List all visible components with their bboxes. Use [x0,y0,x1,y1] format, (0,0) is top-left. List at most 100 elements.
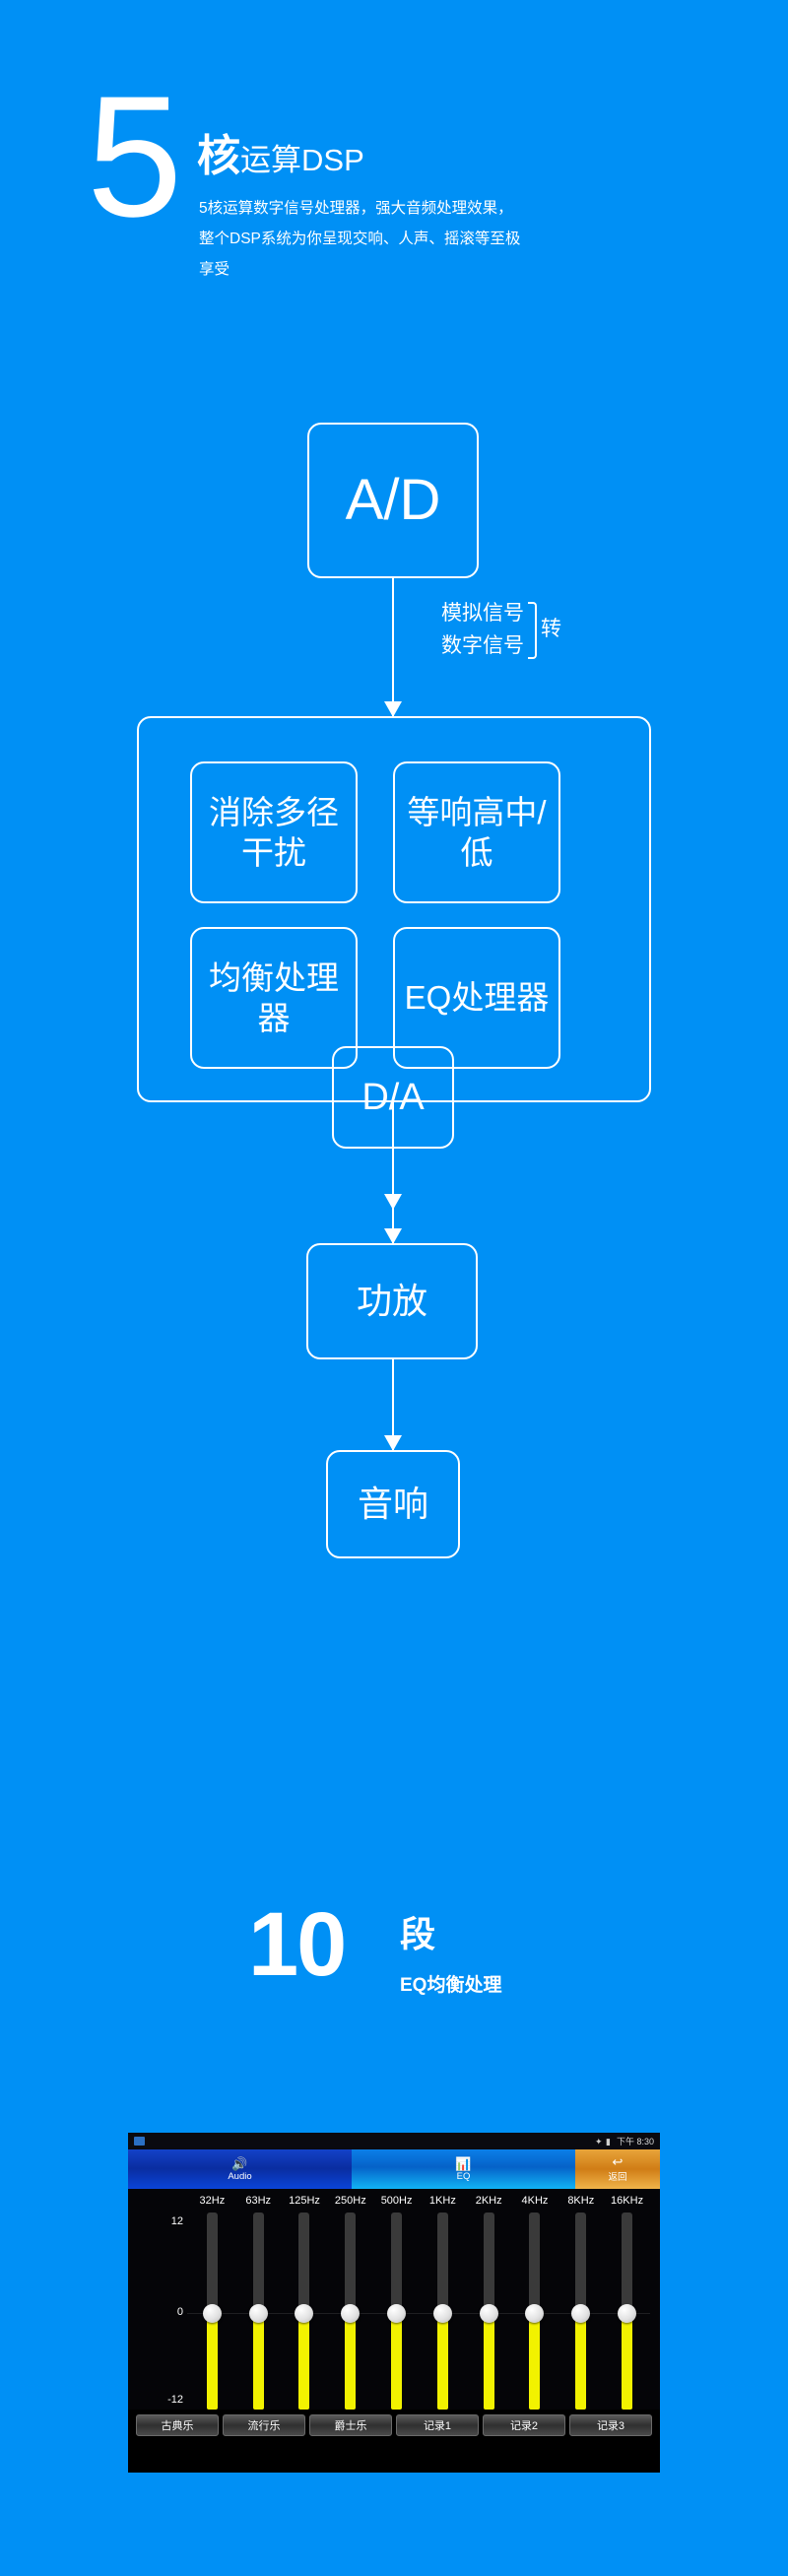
flow-node-ad: A/D [307,423,479,578]
eq-app-screenshot: ✦ ▮ 下午 8:30 🔊 Audio 📊 EQ ↩ 返回 12 0 -12 3… [128,2133,660,2473]
slider-track-upper [252,2213,264,2313]
freq-label-32hz: 32Hz [199,2195,226,2207]
eq-number-10: 10 [248,1894,347,1995]
freq-label-2khz: 2KHz [475,2195,502,2207]
eq-slider-500hz[interactable] [373,2213,420,2410]
scale-label-min: -12 [167,2394,183,2406]
status-right: ✦ ▮ 下午 8:30 [595,2135,654,2147]
slider-track-lower [345,2315,357,2410]
eq-slider-8khz[interactable] [558,2213,604,2410]
dsp-module-loudness: 等响高中/低 [393,761,560,903]
slider-track-lower [529,2315,541,2410]
feature-number-5: 5 [87,61,182,253]
bluetooth-icon: ✦ [594,2137,603,2147]
preset-record-3[interactable]: 记录3 [569,2414,652,2436]
sd-card-icon [134,2137,145,2146]
preset-bar: 古典乐 流行乐 爵士乐 记录1 记录2 记录3 [128,2410,660,2441]
slider-knob[interactable] [202,2304,222,2323]
freq-label-500hz: 500Hz [380,2195,413,2207]
slider-track-upper [483,2213,494,2313]
signal-convert-label: 转 [541,618,561,641]
preset-classical[interactable]: 古典乐 [136,2414,219,2436]
eq-slider-32hz[interactable] [189,2213,235,2410]
tab-back-label: 返回 [608,2172,627,2183]
header-description: 5核运算数字信号处理器，强大音频处理效果，整个DSP系统为你呈现交响、人声、摇滚… [199,200,521,278]
signal-conversion-labels: 模拟信号 数字信号 转 [441,598,561,662]
eq-slider-250hz[interactable] [327,2213,373,2410]
page-title-main: 核 [197,132,240,180]
signal-icon: ▮ [605,2137,611,2147]
freq-label-250hz: 250Hz [334,2195,366,2207]
slider-track-upper [529,2213,541,2313]
slider-track-lower [206,2315,218,2410]
flow-node-speaker: 音响 [326,1450,460,1558]
status-time: 下午 8:30 [616,2137,654,2147]
slider-knob[interactable] [571,2304,591,2323]
page-title-sub: 运算DSP [240,143,364,177]
preset-record-2[interactable]: 记录2 [483,2414,565,2436]
slider-knob[interactable] [295,2304,314,2323]
eq-slider-63hz[interactable] [235,2213,282,2410]
scale-label-mid: 0 [176,2306,183,2318]
flow-node-amplifier: 功放 [306,1243,478,1359]
dsp-module-eq: EQ处理器 [393,927,560,1069]
eq-slider-2khz[interactable] [466,2213,512,2410]
signal-analog-label: 模拟信号 [441,602,524,625]
tab-audio[interactable]: 🔊 Audio [128,2149,352,2189]
equalizer-icon: 📊 [455,2155,472,2171]
preset-record-1[interactable]: 记录1 [396,2414,479,2436]
status-left [134,2137,145,2146]
slider-knob[interactable] [387,2304,407,2323]
dsp-module-equalizer: 均衡处理器 [190,927,358,1069]
slider-track-lower [575,2315,587,2410]
slider-knob[interactable] [479,2304,498,2323]
slider-track-upper [206,2213,218,2313]
frequency-labels: 32Hz 63Hz 125Hz 250Hz 500Hz 1KHz 2KHz 4K… [189,2195,650,2207]
slider-knob[interactable] [525,2304,545,2323]
slider-track-upper [575,2213,587,2313]
tab-bar: 🔊 Audio 📊 EQ ↩ 返回 [128,2149,660,2189]
flow-arrow-ad-to-dsp [392,578,394,716]
flow-arrow-da-to-amp [392,1149,394,1243]
page-title: 核运算DSP [197,120,364,183]
slider-track-lower [252,2315,264,2410]
slider-track-lower [622,2315,633,2410]
tab-back[interactable]: ↩ 返回 [575,2149,660,2189]
slider-knob[interactable] [341,2304,361,2323]
slider-knob[interactable] [432,2304,452,2323]
freq-label-1khz: 1KHz [428,2195,456,2207]
freq-label-8khz: 8KHz [567,2195,595,2207]
flow-arrow-amp-to-speaker [392,1359,394,1450]
eq-subtitle: EQ均衡处理 [400,1975,502,1996]
equalizer-panel: 12 0 -12 32Hz 63Hz 125Hz 250Hz 500Hz 1KH… [128,2189,660,2441]
freq-label-63hz: 63Hz [245,2195,272,2207]
eq-slider-16khz[interactable] [604,2213,650,2410]
slider-track-upper [345,2213,357,2313]
back-arrow-icon: ↩ [612,2154,624,2169]
eq-slider-125hz[interactable] [282,2213,328,2410]
signal-digital-label: 数字信号 [441,633,524,657]
dsp-module-container: 消除多径干扰 等响高中/低 均衡处理器 EQ处理器 [137,716,651,1102]
preset-jazz[interactable]: 爵士乐 [309,2414,392,2436]
slider-knob[interactable] [248,2304,268,2323]
grid-line-zero [187,2313,650,2314]
slider-track-upper [622,2213,633,2313]
preset-pop[interactable]: 流行乐 [223,2414,305,2436]
freq-label-4khz: 4KHz [521,2195,549,2207]
slider-track-upper [436,2213,448,2313]
eq-slider-4khz[interactable] [512,2213,558,2410]
status-bar: ✦ ▮ 下午 8:30 [128,2133,660,2149]
slider-knob[interactable] [618,2304,637,2323]
slider-track-lower [298,2315,310,2410]
flow-node-da: D/A [332,1046,454,1149]
slider-track-upper [391,2213,403,2313]
slider-track-lower [483,2315,494,2410]
eq-sliders [189,2213,650,2410]
eq-slider-1khz[interactable] [420,2213,466,2410]
slider-track-upper [298,2213,310,2313]
page-header: 5 核运算DSP 5核运算数字信号处理器，强大音频处理效果，整个DSP系统为你呈… [0,0,788,394]
dsp-module-multipath: 消除多径干扰 [190,761,358,903]
slider-track-lower [436,2315,448,2410]
scale-label-max: 12 [170,2215,183,2227]
tab-eq[interactable]: 📊 EQ [352,2149,575,2189]
